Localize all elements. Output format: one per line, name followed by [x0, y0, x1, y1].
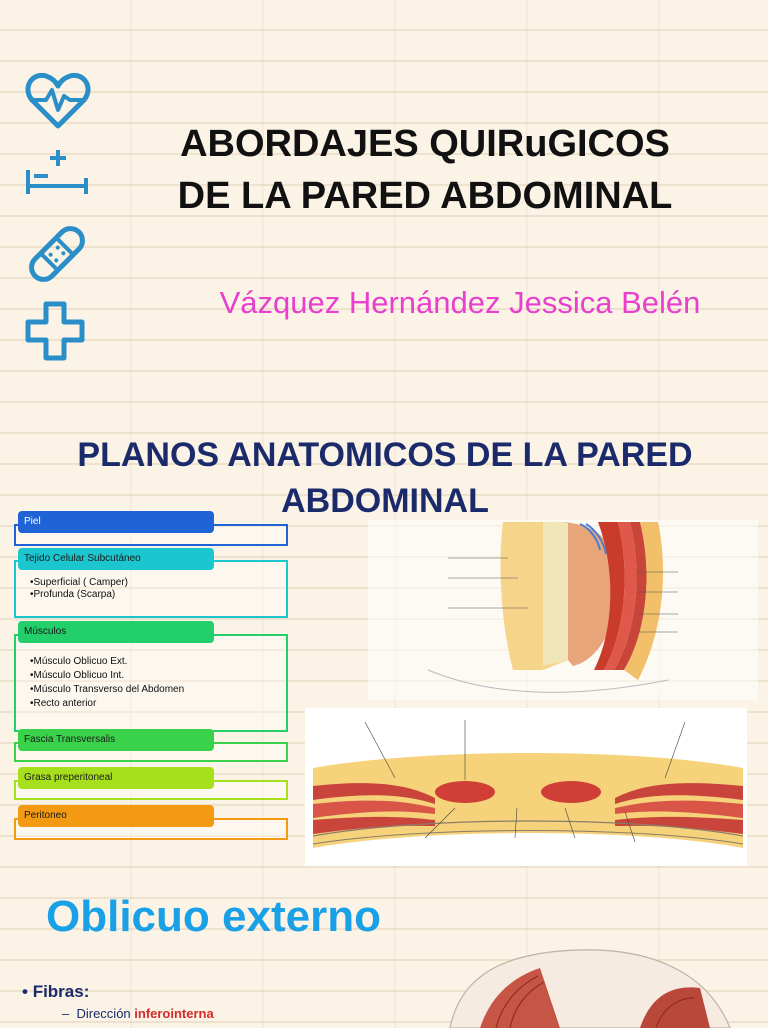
medical-cross-icon — [25, 301, 85, 361]
list-item: Músculo Oblicuo Int. — [30, 669, 184, 683]
ruler-icon — [26, 150, 88, 194]
layer-tag-tejido: Tejido Celular Subcutáneo — [18, 548, 214, 570]
sub-bullet-prefix: Dirección — [76, 1006, 135, 1021]
list-item: Músculo Oblicuo Ext. — [30, 655, 184, 669]
bullet-text: Fibras: — [32, 982, 90, 1001]
layer-tag-peritoneo: Peritoneo — [18, 805, 214, 827]
layer-tag-musculos: Músculos — [18, 621, 214, 643]
section-title: PLANOS ANATOMICOS DE LA PARED ABDOMINAL — [77, 436, 693, 520]
transverse-section-illustration — [305, 708, 747, 866]
title-slide: ABORDAJES QUIRuGICOS DE LA PARED ABDOMIN… — [0, 0, 768, 400]
layer-tag-piel: Piel — [18, 511, 214, 533]
external-oblique-slide: Oblicuo externo • Fibras: – Dirección in… — [0, 870, 768, 1028]
list-item: Músculo Transverso del Abdomen — [30, 683, 185, 697]
abdominal-wall-illustration — [368, 520, 758, 700]
bullet-item: • Fibras: — [22, 982, 90, 1001]
list-item: Recto anterior — [30, 697, 184, 711]
layer-items-tejido: Superficial ( Camper) Profunda (Scarpa) — [30, 577, 128, 601]
layer-items-musculos: Músculo Oblicuo Ext. Músculo Oblicuo Int… — [30, 655, 185, 711]
list-item: Profunda (Scarpa) — [30, 589, 128, 601]
author-name: Vázquez Hernández Jessica Belén — [219, 285, 701, 320]
heart-pulse-icon — [25, 72, 91, 129]
presentation-title: ABORDAJES QUIRuGICOS DE LA PARED ABDOMIN… — [177, 123, 673, 217]
anatomy-slide: PLANOS ANATOMICOS DE LA PARED ABDOMINAL … — [0, 400, 768, 870]
slide-title: Oblicuo externo — [46, 892, 381, 941]
sub-bullet-item: – Dirección inferointerna — [62, 1006, 214, 1021]
bandage-icon — [29, 226, 85, 282]
layer-tag-grasa: Grasa preperitoneal — [18, 767, 214, 789]
oblique-muscle-illustration — [449, 949, 731, 1028]
layer-tag-fascia: Fascia Transversalis — [18, 729, 214, 751]
list-item: Superficial ( Camper) — [30, 577, 128, 589]
sub-bullet-highlight: inferointerna — [134, 1006, 214, 1021]
